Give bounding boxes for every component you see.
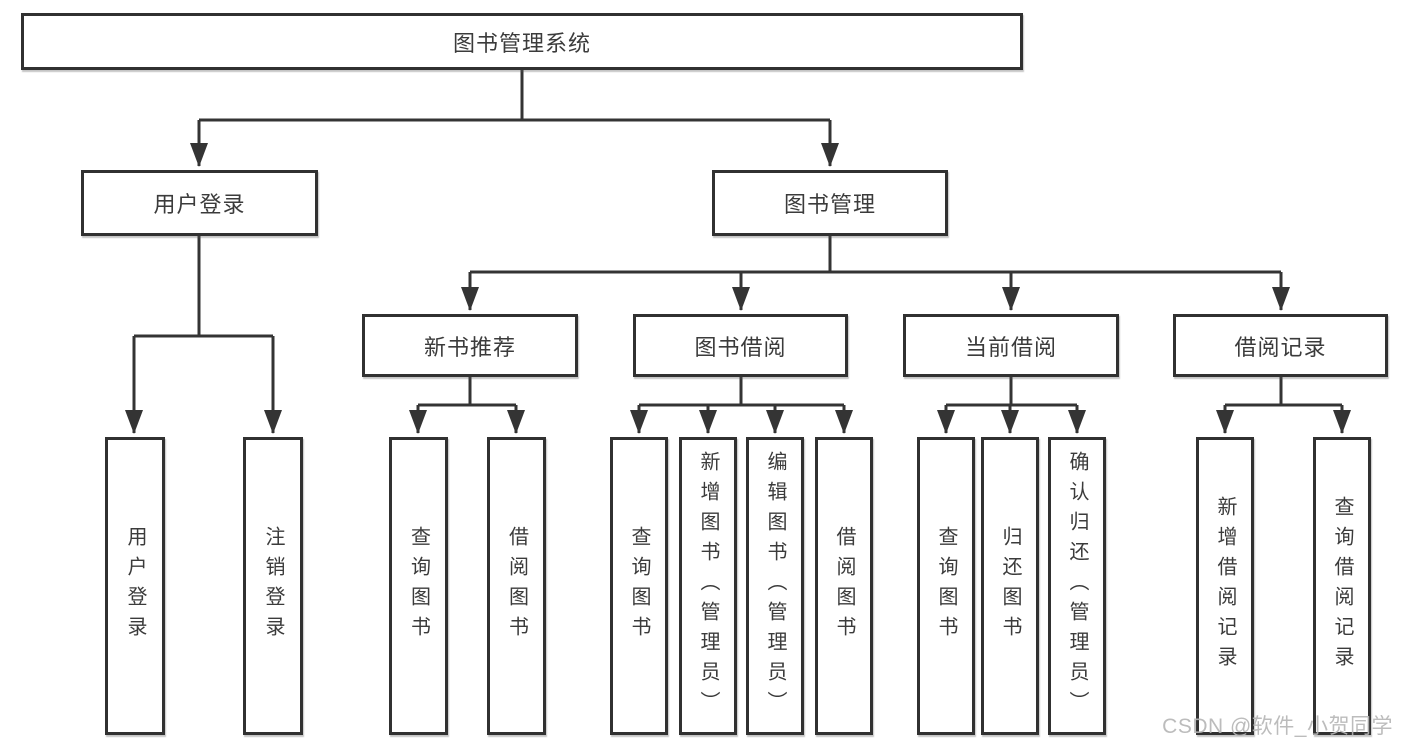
leaf-confirm-return-admin: 确认归还（管理员） [1048,437,1106,735]
leaf-user-login: 用户登录 [105,437,165,735]
node-book-management: 图书管理 [712,170,948,236]
node-new-book-recommendation: 新书推荐 [362,314,578,377]
leaf-query-books-borrow: 查询图书 [610,437,668,735]
node-borrowing-records: 借阅记录 [1173,314,1388,377]
leaf-query-books-current: 查询图书 [917,437,975,735]
leaf-edit-books-admin: 编辑图书（管理员） [746,437,804,735]
leaf-query-books-recommend: 查询图书 [389,437,448,735]
node-current-borrowing: 当前借阅 [903,314,1119,377]
leaf-add-books-admin: 新增图书（管理员） [679,437,737,735]
node-current-borrowing-label: 当前借阅 [964,334,1057,360]
watermark-text: CSDN @软件_小贺同学 [1162,715,1393,738]
node-book-borrowing-label: 图书借阅 [694,334,787,360]
leaf-borrow-books: 借阅图书 [815,437,873,735]
node-library-system: 图书管理系统 [21,13,1023,70]
node-user-login: 用户登录 [81,170,318,236]
node-borrowing-records-label: 借阅记录 [1234,334,1327,360]
leaf-query-borrow-record: 查询借阅记录 [1313,437,1371,735]
leaf-logout: 注销登录 [243,437,303,735]
leaf-return-books: 归还图书 [981,437,1039,735]
node-book-borrowing: 图书借阅 [633,314,848,377]
node-user-login-label: 用户登录 [153,192,246,217]
leaf-borrow-books-recommend: 借阅图书 [487,437,546,735]
node-book-management-label: 图书管理 [783,192,876,217]
leaf-add-borrow-record: 新增借阅记录 [1196,437,1254,735]
node-new-book-recommendation-label: 新书推荐 [423,334,516,360]
node-library-system-label: 图书管理系统 [452,30,591,56]
